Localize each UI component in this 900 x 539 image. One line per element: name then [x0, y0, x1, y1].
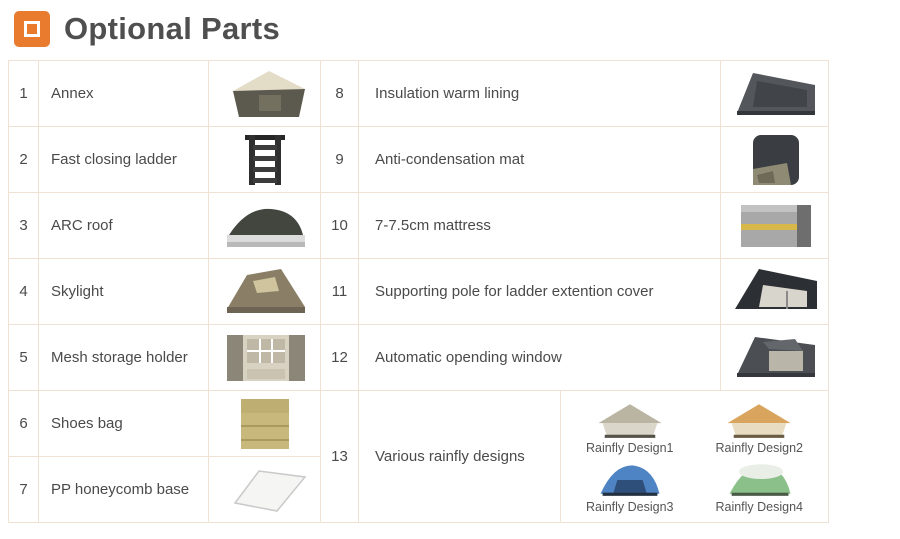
table-row: 5 Mesh storage holder	[8, 324, 321, 391]
shoes-bag-photo	[240, 398, 289, 449]
parts-table-right: 8 Insulation warm lining 9 Anti-condensa…	[320, 60, 829, 523]
rainfly-design-caption: Rainfly Design1	[585, 440, 674, 455]
skylight-photo	[226, 268, 305, 313]
table-row: 13 Various rainfly designs Rainfly Desig…	[320, 390, 829, 523]
annex-tent-photo	[232, 70, 305, 117]
table-row: 2 Fast closing ladder	[8, 126, 321, 193]
part-label: PP honeycomb base	[38, 456, 209, 523]
table-row: 12 Automatic opending window	[320, 324, 829, 391]
part-number: 6	[8, 390, 39, 457]
mesh-storage-photo	[226, 334, 305, 381]
parts-table-left: 1 Annex 2 Fast closing ladder 3	[8, 60, 321, 523]
part-number: 13	[320, 390, 359, 523]
part-label: Insulation warm lining	[358, 60, 721, 127]
rainfly-design-item: Rainfly Design2	[695, 400, 825, 455]
rainfly-design-caption: Rainfly Design3	[585, 499, 674, 514]
part-label: 7-7.5cm mattress	[358, 192, 721, 259]
optional-parts-tables: 1 Annex 2 Fast closing ladder 3	[0, 60, 900, 523]
rainfly-design3-photo	[600, 464, 660, 496]
table-row: 8 Insulation warm lining	[320, 60, 829, 127]
rainfly-design-item: Rainfly Design4	[695, 459, 825, 514]
part-label: Annex	[38, 60, 209, 127]
part-label: ARC roof	[38, 192, 209, 259]
anti-condensation-mat-photo	[752, 134, 799, 185]
part-number: 12	[320, 324, 359, 391]
part-number: 8	[320, 60, 359, 127]
part-label: Mesh storage holder	[38, 324, 209, 391]
insulation-lining-photo	[736, 72, 815, 115]
ladder-photo	[244, 134, 285, 185]
rainfly-design4-photo	[729, 463, 791, 496]
table-row: 1 Annex	[8, 60, 321, 127]
table-row: 4 Skylight	[8, 258, 321, 325]
part-number: 3	[8, 192, 39, 259]
brand-logo-icon	[14, 11, 50, 47]
part-number: 7	[8, 456, 39, 523]
part-label: Shoes bag	[38, 390, 209, 457]
rainfly-design-item: Rainfly Design1	[565, 400, 695, 455]
part-label: Anti-condensation mat	[358, 126, 721, 193]
table-row: 11 Supporting pole for ladder extention …	[320, 258, 829, 325]
rainfly-design-caption: Rainfly Design4	[715, 499, 804, 514]
part-number: 5	[8, 324, 39, 391]
rainfly-design-caption: Rainfly Design2	[715, 440, 804, 455]
part-label: Automatic opending window	[358, 324, 721, 391]
table-row: 3 ARC roof	[8, 192, 321, 259]
table-row: 7 PP honeycomb base	[8, 456, 321, 523]
part-label: Fast closing ladder	[38, 126, 209, 193]
rainfly-design-item: Rainfly Design3	[565, 459, 695, 514]
part-number: 11	[320, 258, 359, 325]
table-row: 10 7-7.5cm mattress	[320, 192, 829, 259]
supporting-pole-photo	[734, 268, 817, 309]
table-row: 6 Shoes bag	[8, 390, 321, 457]
part-label: Various rainfly designs	[358, 390, 561, 523]
page-title: Optional Parts	[64, 11, 281, 46]
mattress-photo	[740, 204, 811, 247]
part-label: Skylight	[38, 258, 209, 325]
part-number: 10	[320, 192, 359, 259]
rainfly-design2-photo	[727, 403, 791, 438]
part-number: 9	[320, 126, 359, 193]
page-header: Optional Parts	[0, 0, 900, 60]
rainfly-designs-cell: Rainfly Design1 Rainfly Design2	[560, 390, 829, 523]
rainfly-design1-photo	[598, 403, 662, 438]
part-label: Supporting pole for ladder extention cov…	[358, 258, 721, 325]
part-number: 2	[8, 126, 39, 193]
honeycomb-base-photo	[233, 469, 306, 512]
brand-logo-inner-square	[24, 21, 40, 37]
arc-roof-photo	[226, 208, 305, 247]
table-row: 9 Anti-condensation mat	[320, 126, 829, 193]
part-number: 1	[8, 60, 39, 127]
part-number: 4	[8, 258, 39, 325]
automatic-window-photo	[736, 336, 815, 377]
rainfly-designs-grid: Rainfly Design1 Rainfly Design2	[565, 400, 824, 514]
